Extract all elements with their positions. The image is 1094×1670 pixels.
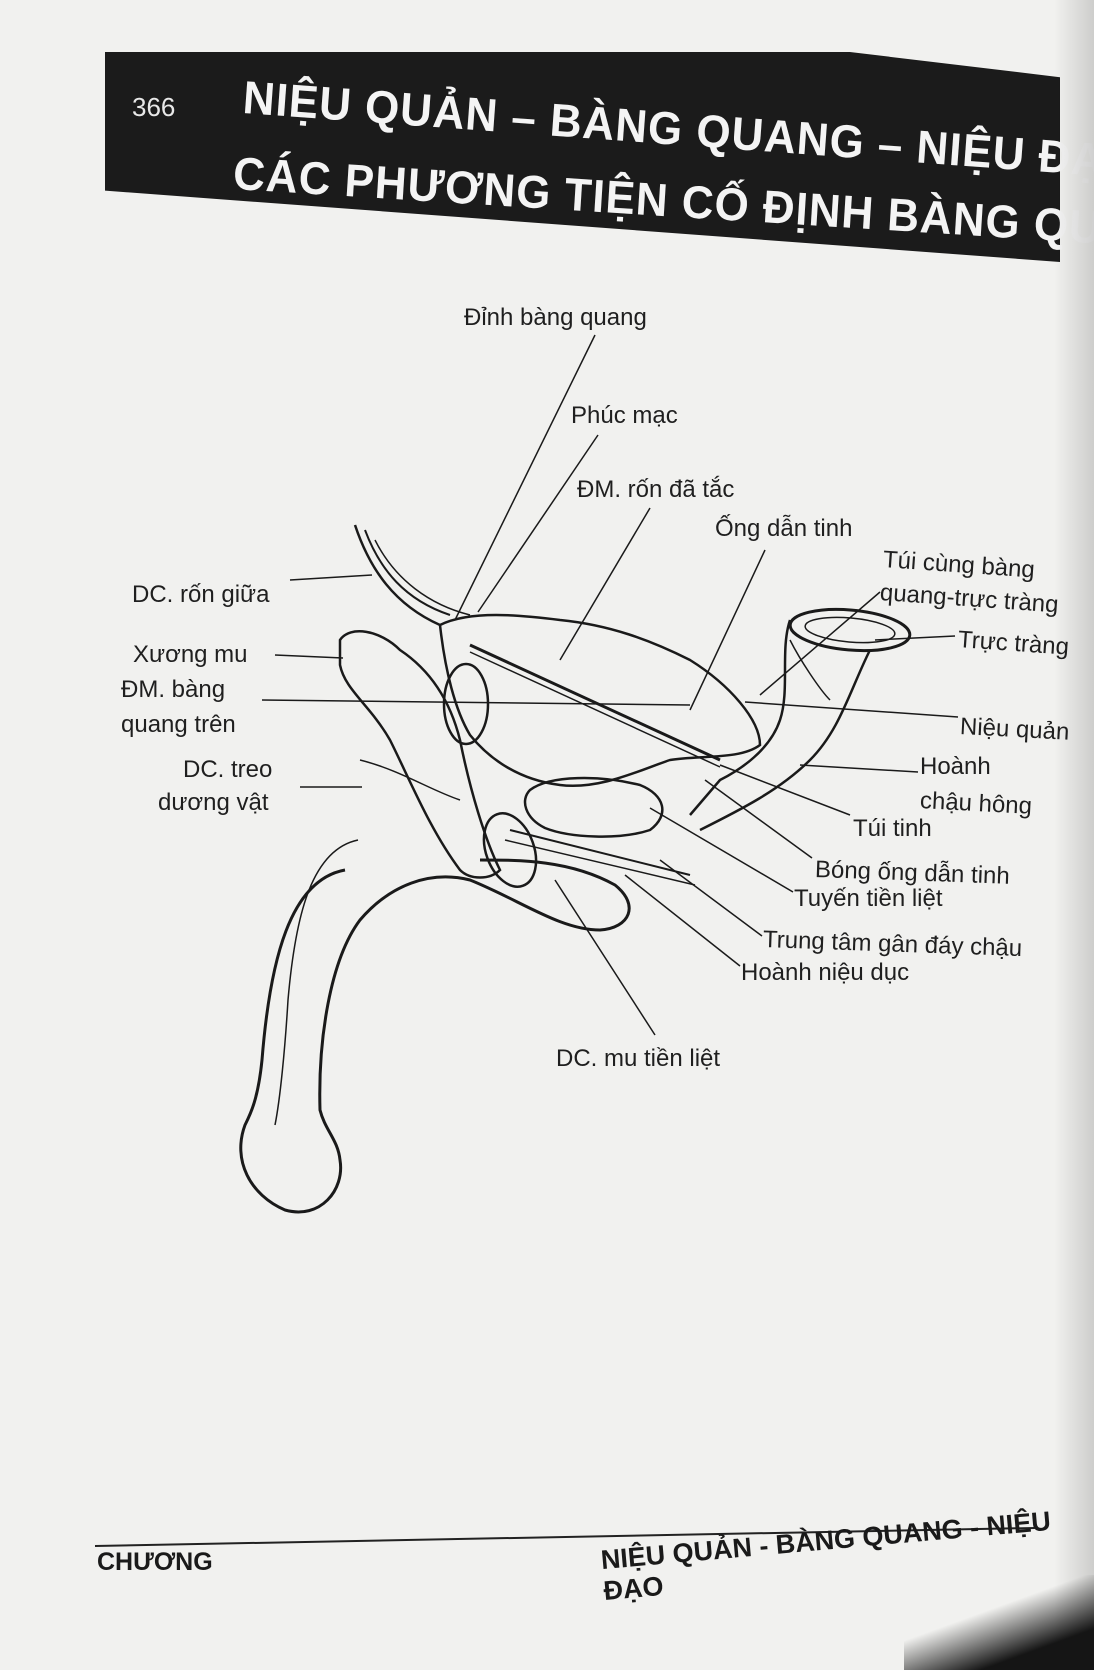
leader-truc-trang bbox=[874, 635, 956, 641]
label-hoanh-nieu-duc: Hoành niệu dục bbox=[741, 959, 910, 986]
leader-phuc-mac bbox=[477, 434, 599, 613]
label-dm-bang-quang-tren-2: quang trên bbox=[121, 711, 236, 738]
label-dc-mu-tien-liet: DC. mu tiền liệt bbox=[556, 1045, 721, 1072]
leader-dm-ron-da-tac bbox=[559, 507, 651, 661]
leader-tuyen-tien-liet bbox=[649, 807, 794, 893]
penis-shape bbox=[239, 858, 631, 1214]
leader-dinh-bang-quang bbox=[454, 334, 596, 621]
prostate-shape bbox=[523, 776, 664, 838]
leader-bong-ong-dan-tinh bbox=[704, 779, 813, 859]
label-dm-bang-quang-tren-1: ĐM. bàng bbox=[121, 676, 226, 703]
leader-tui-cung bbox=[759, 591, 881, 696]
leader-xuong-mu bbox=[274, 654, 344, 659]
label-hoanh-2: chậu hông bbox=[919, 787, 1033, 820]
footer-chapter: CHƯƠNG bbox=[97, 1548, 213, 1576]
page-edge-shadow bbox=[1054, 0, 1094, 1670]
leader-tui-tinh bbox=[719, 764, 851, 816]
page-corner-shadow bbox=[904, 1575, 1094, 1670]
label-tuyen-tien-liet: Tuyến tiền liệt bbox=[794, 885, 943, 912]
leader-hoanh-chau-hong bbox=[799, 764, 919, 773]
bladder-shape bbox=[438, 613, 762, 788]
label-tui-tinh: Túi tinh bbox=[853, 815, 932, 842]
bone-section-oval bbox=[482, 812, 538, 888]
leader-dc-mu-tien-liet bbox=[554, 879, 656, 1036]
leader-trung-tam-gan bbox=[659, 859, 763, 937]
pubic-symphysis-oval bbox=[442, 662, 490, 746]
label-dc-treo-1: DC. treo bbox=[183, 756, 273, 783]
leader-nieu-quan bbox=[744, 701, 959, 718]
label-xuong-mu: Xương mu bbox=[133, 641, 248, 668]
label-hoanh-1: Hoành bbox=[920, 753, 991, 780]
page-number: 366 bbox=[132, 92, 176, 122]
label-dm-ron-da-tac: ĐM. rốn đã tắc bbox=[577, 476, 735, 503]
label-ong-dan-tinh: Ống dẫn tinh bbox=[715, 515, 853, 542]
pubic-bone-shape bbox=[338, 630, 502, 879]
leader-ong-dan-tinh bbox=[689, 549, 766, 711]
leader-dc-ron-giua bbox=[289, 574, 373, 581]
label-phuc-mac: Phúc mạc bbox=[571, 402, 678, 429]
leader-hoanh-nieu-duc bbox=[624, 874, 741, 967]
label-dinh-bang-quang: Đỉnh bàng quang bbox=[464, 304, 647, 331]
label-dc-ron-giua: DC. rốn giữa bbox=[132, 581, 270, 608]
leader-dm-bang-quang-tren bbox=[261, 699, 691, 706]
label-dc-treo-2: dương vật bbox=[158, 789, 269, 816]
